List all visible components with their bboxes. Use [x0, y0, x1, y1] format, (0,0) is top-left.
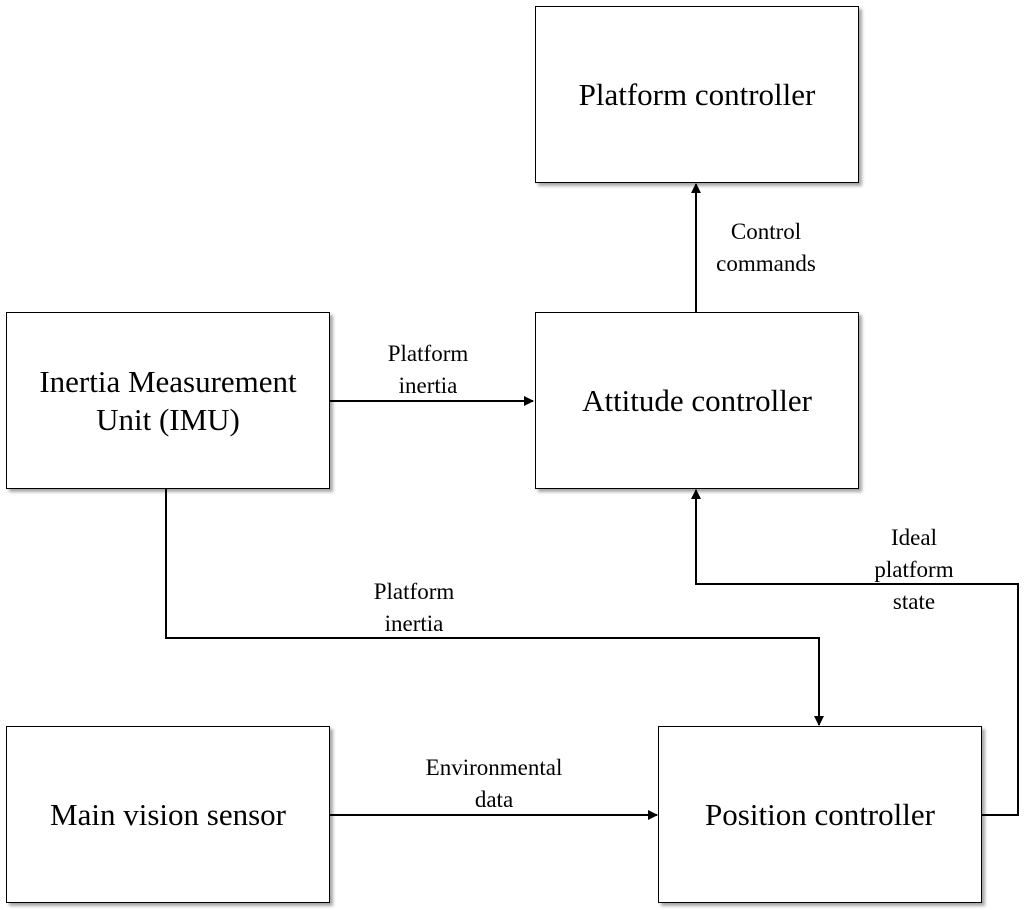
- imu-label: Inertia Measurement Unit (IMU): [39, 363, 297, 437]
- platform-controller-label: Platform controller: [578, 76, 816, 112]
- platform-controller-box: Platform controller: [535, 6, 859, 183]
- position-controller-label: Position controller: [705, 796, 935, 832]
- control-commands-label: Control commands: [716, 219, 816, 276]
- platform-inertia-bottom-label: Platform inertia: [373, 579, 455, 636]
- attitude-controller-box: Attitude controller: [535, 312, 859, 489]
- ideal-platform-state-label: Ideal platform state: [874, 525, 954, 614]
- imu-box: Inertia Measurement Unit (IMU): [6, 312, 330, 489]
- environmental-data-label: Environmental data: [425, 755, 563, 812]
- position-controller-box: Position controller: [658, 726, 982, 903]
- arrow-ideal-platform-state: [691, 489, 1019, 816]
- main-vision-sensor-label: Main vision sensor: [50, 796, 286, 832]
- main-vision-sensor-box: Main vision sensor: [6, 726, 330, 903]
- attitude-controller-label: Attitude controller: [582, 382, 812, 418]
- arrow-platform-inertia-bottom: [165, 489, 824, 726]
- platform-inertia-top-label: Platform inertia: [387, 341, 469, 398]
